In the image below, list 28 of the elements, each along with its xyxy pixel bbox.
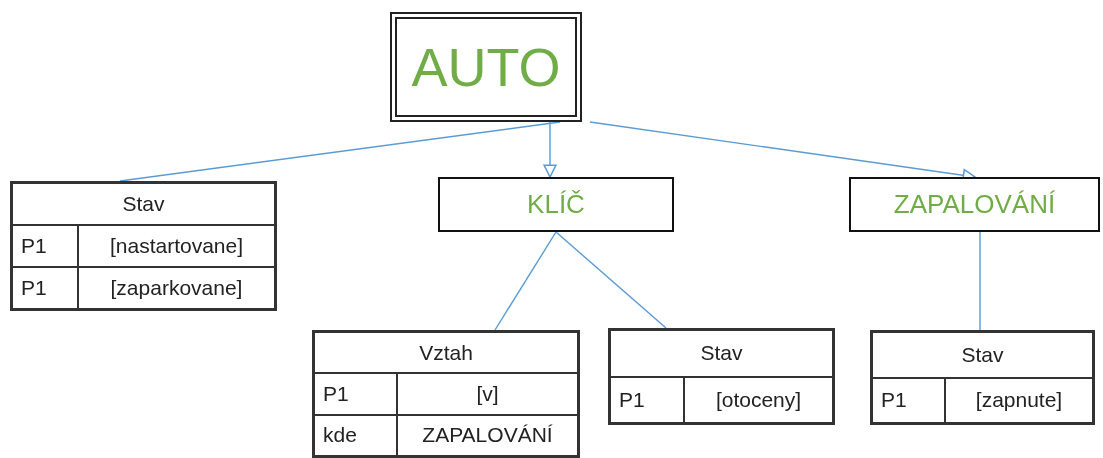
table-cell: P1: [12, 225, 78, 267]
table-header: Vztah: [314, 332, 578, 374]
table-cell: P1: [314, 373, 397, 415]
attribute-table: [312, 330, 580, 458]
table-cell: kde: [314, 414, 397, 456]
table-cell: P1: [872, 377, 945, 423]
connector-line: [494, 231, 557, 331]
table-cell: P1: [12, 267, 78, 309]
attribute-table: [608, 328, 835, 425]
table-cell: [zapnute]: [945, 377, 1093, 423]
table-header: Stav: [872, 332, 1093, 378]
table-cell: [otoceny]: [684, 376, 833, 423]
arrow: [543, 121, 557, 178]
class-box: ZAPALOVÁNÍ: [849, 177, 1100, 232]
table-cell: ZAPALOVÁNÍ: [397, 414, 578, 456]
table-cell: [nastartovane]: [78, 225, 275, 267]
connector-line: [979, 231, 981, 331]
table-header: Stav: [12, 183, 275, 225]
table-cell: [zaparkovane]: [78, 267, 275, 309]
class-box: KLÍČ: [438, 177, 674, 232]
connector-line: [555, 231, 667, 329]
entity-box: AUTO: [390, 12, 582, 122]
attribute-table: [10, 181, 277, 311]
connector-line: [119, 121, 561, 182]
table-cell: P1: [610, 376, 684, 423]
table-header: Stav: [610, 330, 833, 377]
table-cell: [v]: [397, 373, 578, 415]
attribute-table: [870, 330, 1095, 425]
